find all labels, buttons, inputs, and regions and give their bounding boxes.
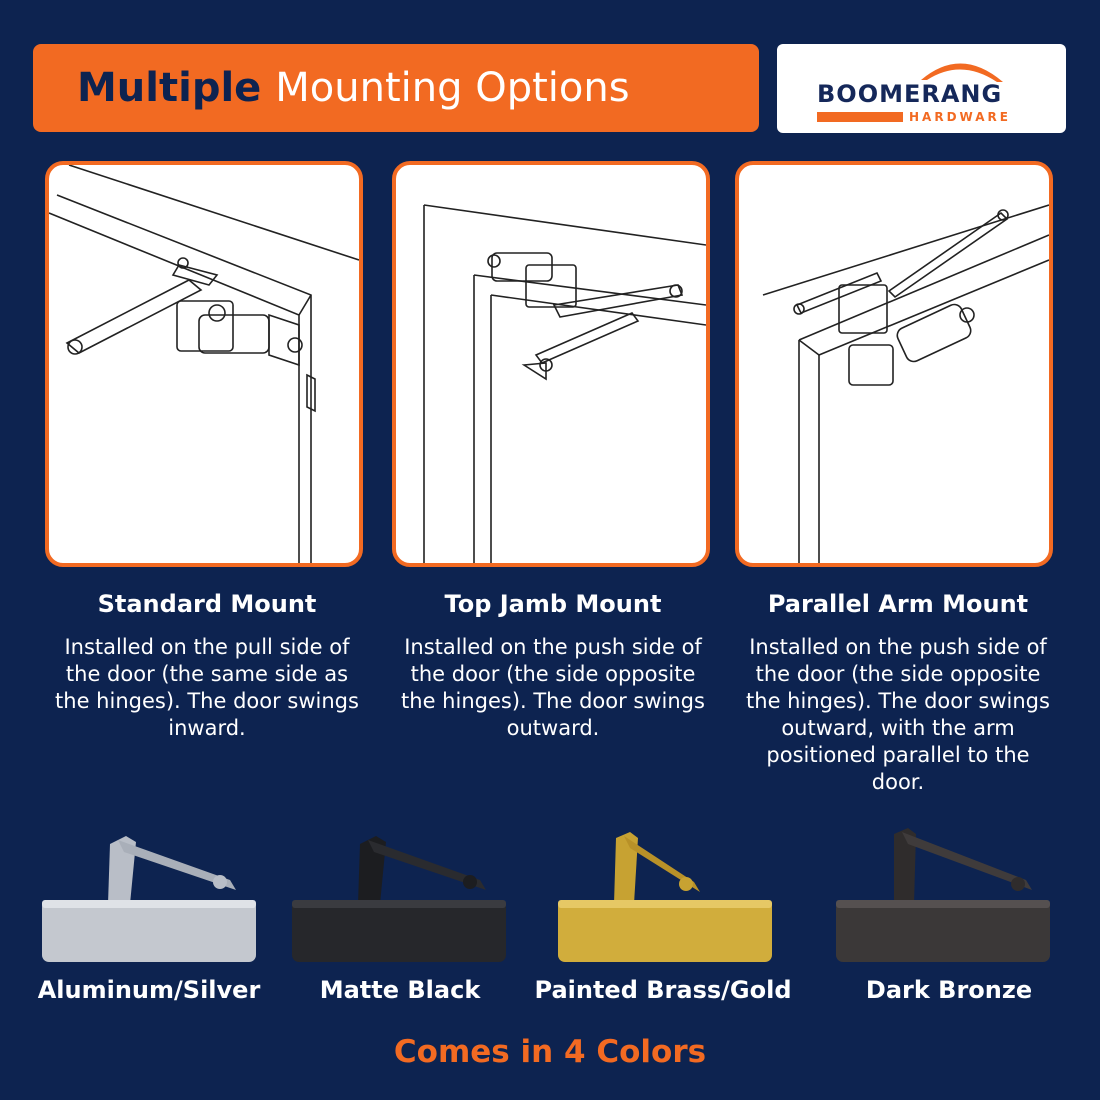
- boomerang-arc-icon: [921, 63, 1003, 82]
- standard-mount-description: Installed on the pull side of the door (…: [55, 635, 359, 740]
- parallel-arm-mount-illustration: [735, 161, 1053, 567]
- color-label-dark-bronze: Dark Bronze: [865, 976, 1033, 1004]
- closer-aluminum-silver-image: [42, 836, 256, 962]
- logo-underline: [817, 112, 903, 122]
- top-jamb-mount-title: Top Jamb Mount: [444, 590, 662, 618]
- closer-painted-brass-gold-image: [558, 832, 772, 962]
- logo-subtitle: HARDWARE: [909, 110, 1011, 124]
- title-rest: Mounting Options: [275, 65, 630, 111]
- brand-logo: BOOMERANG HARDWARE: [777, 44, 1066, 133]
- logo-wordmark: BOOMERANG: [817, 80, 1003, 108]
- closer-dark-bronze-image: [836, 828, 1050, 962]
- closer-matte-black-image: [292, 836, 506, 962]
- footer-caption: Comes in 4 Colors: [393, 1034, 707, 1070]
- title-bold: Multiple: [77, 65, 262, 111]
- color-label-matte-black: Matte Black: [319, 976, 481, 1004]
- standard-mount-title: Standard Mount: [97, 590, 317, 618]
- top-jamb-mount-description: Installed on the push side of the door (…: [401, 635, 705, 740]
- color-label-aluminum-silver: Aluminum/Silver: [37, 976, 261, 1004]
- top-jamb-mount-illustration: [392, 161, 710, 567]
- parallel-arm-mount-title: Parallel Arm Mount: [767, 590, 1029, 618]
- color-label-painted-brass-gold: Painted Brass/Gold: [534, 976, 792, 1004]
- header-banner: Multiple Mounting Options: [33, 44, 759, 132]
- parallel-arm-mount-description: Installed on the push side of the door (…: [746, 635, 1050, 794]
- standard-mount-illustration: [45, 161, 363, 567]
